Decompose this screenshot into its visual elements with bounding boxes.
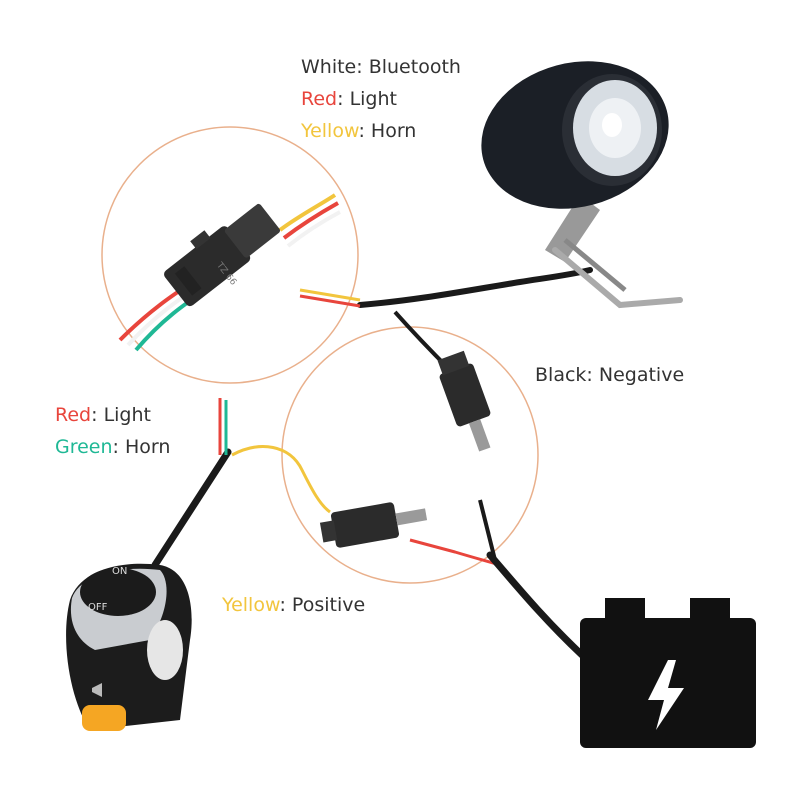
legend-red-light: Red: Light: [301, 88, 397, 110]
legend-color-word: Red: [301, 88, 338, 110]
legend-color-word: Yellow: [301, 120, 359, 142]
legend-black-negative: Black: Negative: [535, 364, 685, 386]
legend-color-word: Green: [55, 436, 113, 458]
horn-icon: [92, 683, 102, 697]
handlebar-switch-icon: ON OFF: [66, 563, 192, 731]
legend-yellow-positive: Yellow: Positive: [222, 594, 366, 616]
top-zoom-connector: TZ 66: [118, 193, 341, 352]
horn-button: [82, 705, 126, 731]
headlight-icon: [481, 61, 683, 309]
battery-icon: [580, 598, 756, 748]
legend-color-word: Red: [55, 404, 92, 426]
headlight-cable: [357, 267, 593, 308]
switch-off-label: OFF: [88, 602, 108, 613]
battery-cable: [486, 551, 586, 659]
legend-white-bluetooth: White: Bluetooth: [301, 56, 461, 78]
bottom-zoom-connectors: [319, 350, 491, 548]
legend-color-word: Yellow: [222, 594, 280, 616]
switch-cable: [151, 448, 232, 569]
lightning-bolt-icon: [648, 660, 684, 730]
legend-color-word: White: [301, 56, 357, 78]
connector-zoom-circle-bottom: [281, 326, 539, 584]
black-negative-wire: [478, 499, 497, 561]
yellow-positive-wire: [231, 445, 331, 514]
headlight-yellow-wire: [299, 288, 361, 302]
legend-yellow-horn: Yellow: Horn: [301, 120, 417, 142]
legend-switch-green-horn: Green: Horn: [55, 436, 171, 458]
headlight-red-wire: [299, 294, 361, 308]
connector-zoom-circle-top: [101, 126, 359, 384]
legend-switch-red-light: Red: Light: [55, 404, 151, 426]
switch-on-label: ON: [112, 566, 127, 577]
red-wire-segment: [409, 538, 501, 567]
legend-color-word: Black: [535, 364, 587, 386]
